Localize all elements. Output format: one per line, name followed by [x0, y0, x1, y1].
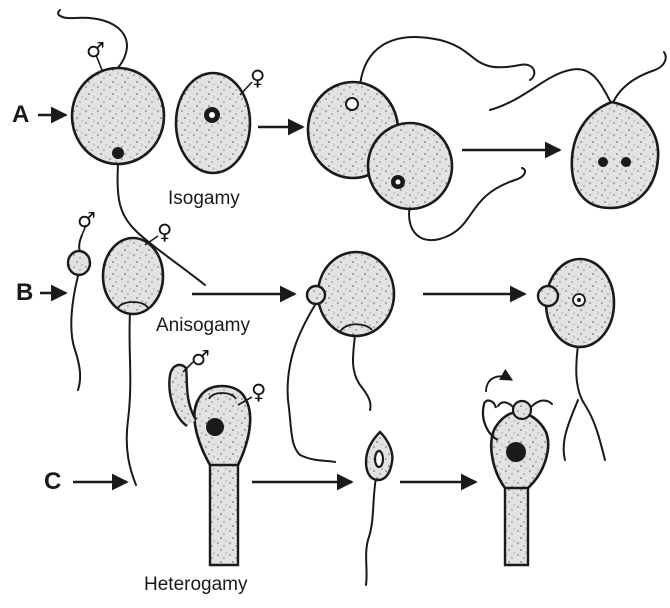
- zygote-flagellum-left: [490, 69, 612, 110]
- zygote-nucleus-2: [621, 157, 631, 167]
- female-symbol-b: ♀: [157, 220, 172, 244]
- male-symbol-a: ♂: [86, 38, 105, 62]
- sperm-flagellum-b: [498, 402, 513, 407]
- zygote-cell: [572, 102, 658, 208]
- row-label-c: C: [44, 468, 61, 496]
- anisogamy-zygote-flagellum-1: [576, 345, 605, 460]
- caption-heterogamy: Heterogamy: [144, 574, 248, 596]
- egg-nucleus: [206, 418, 224, 436]
- zygote-nucleus-1: [598, 157, 608, 167]
- caption-anisogamy: Anisogamy: [156, 315, 250, 337]
- female-symbol-c: ♀: [251, 380, 266, 404]
- sperm-entry-arrow: [486, 376, 512, 392]
- isogamy-zygote: [490, 52, 666, 208]
- small-male-cell: [68, 251, 90, 275]
- female-symbol-a: ♀: [250, 66, 265, 90]
- zygote-flagellum-right: [612, 52, 666, 105]
- fertilization-egg-nucleus: [506, 442, 526, 462]
- heterogamy-fertilization: [483, 376, 552, 565]
- small-male-flagellum-bottom: [71, 276, 80, 390]
- sperm-flagellum-a: [531, 400, 552, 407]
- anisogamy-fusing-flagellum-2: [353, 335, 371, 410]
- anisogamy-fusing-small-cell: [307, 286, 325, 304]
- fertilization-stalk: [505, 485, 528, 565]
- small-male-flagellum-top: [79, 235, 82, 252]
- female-gamete-cell: [176, 73, 250, 173]
- anisogamy-male-gamete: [68, 225, 90, 390]
- antheridium: [169, 365, 196, 426]
- male-symbol-b: ♂: [77, 208, 96, 232]
- row-label-b: B: [16, 279, 33, 307]
- anisogamy-zygote-flagellum-2: [564, 400, 578, 460]
- fusing-cell-2-nucleus-core: [396, 180, 401, 185]
- male-symbol-c: ♂: [191, 346, 210, 370]
- anisogamy-fusing: [288, 252, 394, 462]
- isogamy-fusing-pair: [308, 37, 534, 240]
- anisogamy-fusing-flagellum-1: [288, 305, 335, 462]
- anisogamy-female-gamete: [103, 236, 163, 485]
- fertilization-sperm: [513, 401, 531, 419]
- heterogamy-released-gamete: [366, 432, 392, 585]
- heterogamy-oogonium: [169, 362, 252, 565]
- released-gamete-flagellum: [366, 478, 376, 585]
- oogonium-stalk: [210, 460, 238, 565]
- fusing-cell-1-nucleus: [346, 98, 358, 110]
- anisogamy-zygote-nucleus-dot: [577, 298, 581, 302]
- caption-isogamy: Isogamy: [168, 188, 240, 210]
- fusing-cell-2: [368, 123, 452, 209]
- row-label-a: A: [12, 101, 29, 129]
- male-gamete-nucleus: [112, 147, 124, 159]
- anisogamy-zygote: [538, 259, 614, 460]
- fusing-pair-flagellum-upper: [360, 37, 534, 85]
- row-c-heterogamy: [73, 362, 552, 585]
- released-gamete-nucleus: [375, 451, 383, 467]
- anisogamy-zygote-attached-cell: [538, 286, 558, 306]
- isogamy-female-gamete: [176, 73, 252, 173]
- female-gamete-nucleus-core: [209, 112, 215, 118]
- female-b-flagellum: [127, 312, 136, 485]
